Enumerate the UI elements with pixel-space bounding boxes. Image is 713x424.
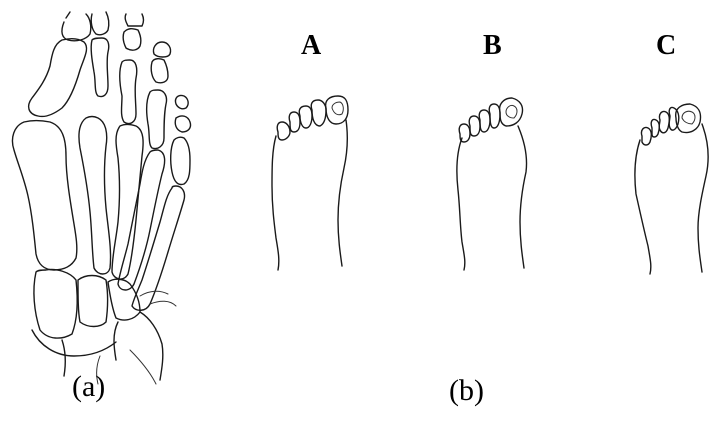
- foot-b-toe-3: [479, 110, 490, 132]
- foot-label-b: B: [483, 30, 502, 62]
- foot-a-toenail-1: [332, 102, 343, 115]
- metatarsal-4: [118, 150, 165, 290]
- intermediate-cuneiform: [78, 276, 108, 327]
- foot-a-toe-5: [277, 122, 290, 140]
- hallux-proximal-phalanx: [29, 39, 87, 117]
- toe2-distal: [91, 12, 109, 35]
- foot-outline-a: [272, 96, 348, 270]
- foot-a-toe-4: [289, 112, 300, 132]
- foot-b-toenail-1: [506, 105, 517, 118]
- foot-skeleton-illustration: [12, 12, 190, 384]
- foot-b-toe-5: [459, 124, 470, 142]
- foot-label-c: C: [656, 30, 676, 62]
- toe3-proximal: [120, 60, 137, 124]
- metatarsal-5-base: [140, 291, 176, 306]
- foot-a-toe-2: [311, 100, 326, 126]
- foot-b-toe-4: [469, 116, 480, 136]
- caption-b: (b): [449, 374, 484, 408]
- toe3-middle: [123, 29, 141, 50]
- foot-c-contour: [635, 124, 708, 274]
- metatarsal-2: [79, 117, 111, 275]
- toe4-middle: [151, 59, 168, 83]
- foot-outline-c: [635, 104, 708, 274]
- foot-b-contour: [457, 126, 527, 270]
- foot-a-toe-3: [299, 106, 312, 128]
- metatarsal-3: [112, 125, 143, 280]
- tarsal-lower-edge: [97, 350, 156, 384]
- foot-a-contour: [272, 120, 347, 270]
- foot-c-toe-4: [651, 119, 659, 137]
- caption-a: (a): [72, 370, 105, 404]
- cuboid: [114, 312, 163, 380]
- foot-c-toe-3: [659, 111, 669, 132]
- toe5-distal: [175, 95, 188, 108]
- toe3-distal: [125, 14, 143, 26]
- toe4-proximal: [147, 90, 167, 149]
- foot-c-toe-5: [641, 127, 651, 145]
- foot-b-toe-1: [500, 98, 523, 126]
- toe2-proximal: [91, 38, 109, 97]
- toe4-distal: [153, 42, 170, 57]
- toe5-middle: [175, 116, 190, 132]
- metatarsal-1: [12, 121, 76, 271]
- foot-a-toe-1: [326, 96, 348, 124]
- foot-outline-b: [457, 98, 527, 270]
- foot-c-toe-2: [669, 107, 679, 130]
- toe5-proximal: [171, 137, 190, 184]
- hallux-distal-phalanx: [62, 12, 91, 41]
- foot-label-a: A: [301, 30, 321, 62]
- foot-b-toe-2: [489, 104, 500, 128]
- medial-cuneiform: [34, 269, 77, 338]
- foot-c-toenail-1: [682, 111, 695, 124]
- lateral-cuneiform: [108, 279, 140, 320]
